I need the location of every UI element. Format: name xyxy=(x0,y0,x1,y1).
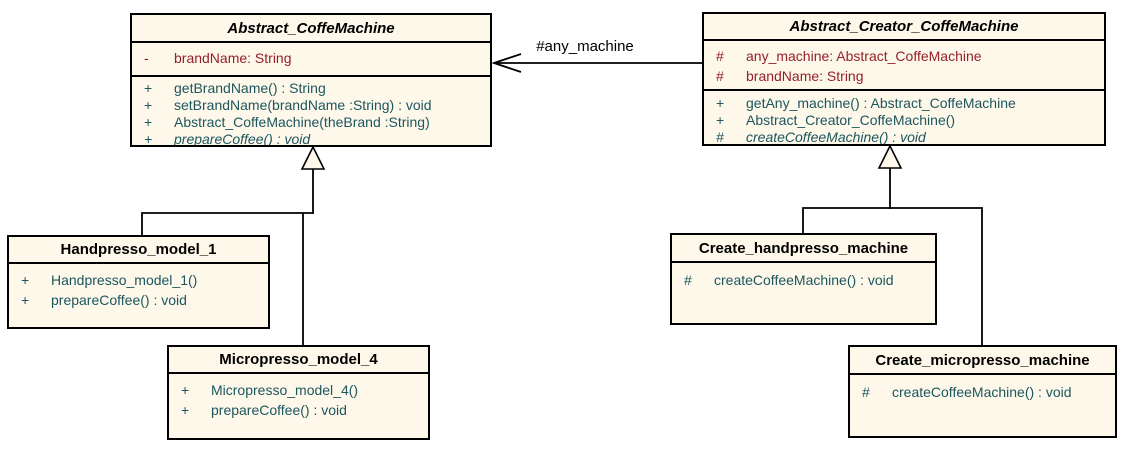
visibility-symbol: + xyxy=(181,382,190,398)
visibility-symbol: # xyxy=(862,384,870,400)
open-arrowhead-icon xyxy=(491,53,522,73)
methods-compartment: + Micropresso_model_4() + prepareCoffee(… xyxy=(169,374,428,438)
visibility-symbol: + xyxy=(716,112,725,128)
class-box-micropresso-model-4[interactable]: Micropresso_model_4 + Micropresso_model_… xyxy=(167,345,430,440)
method-text: getBrandName() : String xyxy=(174,80,326,96)
method-text: createCoffeeMachine() : void xyxy=(892,384,1072,400)
visibility-symbol: + xyxy=(144,131,153,145)
method-text: Micropresso_model_4() xyxy=(211,382,359,398)
attributes-compartment: - brandName: String xyxy=(132,43,490,75)
attribute-row: # any_machine: Abstract_CoffeMachine xyxy=(716,46,1100,66)
method-row: + Abstract_Creator_CoffeMachine() xyxy=(716,112,1100,129)
method-text: prepareCoffee() : void xyxy=(51,292,187,308)
attribute-row: # brandName: String xyxy=(716,66,1100,86)
method-text: Handpresso_model_1() xyxy=(51,272,198,288)
method-row: + Micropresso_model_4() xyxy=(181,380,424,400)
visibility-symbol: + xyxy=(144,97,153,113)
class-name: Handpresso_model_1 xyxy=(9,237,268,264)
class-name: Create_handpresso_machine xyxy=(672,235,935,263)
method-row: + setBrandName(brandName :String) : void xyxy=(144,97,486,114)
method-row: + prepareCoffee() : void xyxy=(21,290,264,310)
class-box-abstract-creator-coffemachine[interactable]: Abstract_Creator_CoffeMachine # any_mach… xyxy=(702,12,1106,146)
visibility-symbol: + xyxy=(144,80,153,96)
visibility-symbol: + xyxy=(21,272,30,288)
generalization-edge-handpresso xyxy=(141,212,313,236)
class-box-abstract-coffemachine[interactable]: Abstract_CoffeMachine - brandName: Strin… xyxy=(130,13,492,147)
class-name: Abstract_CoffeMachine xyxy=(132,15,490,43)
method-text: getAny_machine() : Abstract_CoffeMachine xyxy=(746,95,1016,111)
method-row: + getBrandName() : String xyxy=(144,80,486,97)
attribute-text: any_machine: Abstract_CoffeMachine xyxy=(746,48,982,64)
methods-compartment: + getBrandName() : String + setBrandName… xyxy=(132,75,490,145)
visibility-symbol: # xyxy=(716,48,724,64)
attribute-row: - brandName: String xyxy=(144,48,486,68)
method-text: createCoffeeMachine() : void xyxy=(714,272,894,288)
visibility-symbol: # xyxy=(716,129,724,144)
visibility-symbol: # xyxy=(684,272,692,288)
visibility-symbol: + xyxy=(181,402,190,418)
method-row: + Abstract_CoffeMachine(theBrand :String… xyxy=(144,114,486,131)
visibility-symbol: + xyxy=(716,95,725,111)
class-name: Micropresso_model_4 xyxy=(169,347,428,374)
method-text: createCoffeeMachine() : void xyxy=(746,129,926,144)
class-box-handpresso-model-1[interactable]: Handpresso_model_1 + Handpresso_model_1(… xyxy=(7,235,270,329)
method-row: # createCoffeeMachine() : void xyxy=(684,271,931,290)
visibility-symbol: + xyxy=(144,114,153,130)
class-box-create-micropresso-machine[interactable]: Create_micropresso_machine # createCoffe… xyxy=(848,345,1117,438)
method-row: + prepareCoffee() : void xyxy=(181,400,424,420)
methods-compartment: # createCoffeeMachine() : void xyxy=(672,263,935,323)
method-text: setBrandName(brandName :String) : void xyxy=(174,97,432,113)
method-row: + Handpresso_model_1() xyxy=(21,270,264,290)
class-name: Create_micropresso_machine xyxy=(850,347,1115,375)
method-row: # createCoffeeMachine() : void xyxy=(716,129,1100,144)
visibility-symbol: + xyxy=(21,292,30,308)
association-label: #any_machine xyxy=(536,38,634,55)
methods-compartment: + Handpresso_model_1() + prepareCoffee()… xyxy=(9,264,268,327)
class-name: Abstract_Creator_CoffeMachine xyxy=(704,14,1104,41)
method-text: prepareCoffee() : void xyxy=(174,131,311,145)
method-text: Abstract_CoffeMachine(theBrand :String) xyxy=(174,114,430,130)
methods-compartment: # createCoffeeMachine() : void xyxy=(850,375,1115,436)
method-row: # createCoffeeMachine() : void xyxy=(862,383,1111,402)
method-row: + prepareCoffee() : void xyxy=(144,131,486,145)
attribute-text: brandName: String xyxy=(174,50,292,66)
generalization-triangle-icon xyxy=(877,144,903,169)
attributes-compartment: # any_machine: Abstract_CoffeMachine # b… xyxy=(704,41,1104,89)
methods-compartment: + getAny_machine() : Abstract_CoffeMachi… xyxy=(704,89,1104,144)
method-text: prepareCoffee() : void xyxy=(211,402,347,418)
method-text: Abstract_Creator_CoffeMachine() xyxy=(746,112,956,128)
visibility-symbol: # xyxy=(716,68,724,84)
class-box-create-handpresso-machine[interactable]: Create_handpresso_machine # createCoffee… xyxy=(670,233,937,325)
attribute-text: brandName: String xyxy=(746,68,864,84)
generalization-triangle-icon xyxy=(300,145,326,170)
visibility-symbol: - xyxy=(144,50,149,66)
method-row: + getAny_machine() : Abstract_CoffeMachi… xyxy=(716,95,1100,112)
